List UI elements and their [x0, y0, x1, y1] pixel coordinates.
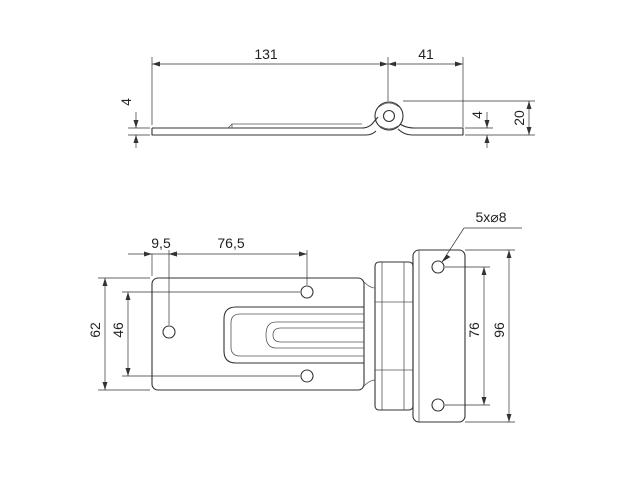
slot-inner: [265, 321, 364, 349]
top-view: 131 41 4 4 20: [118, 46, 535, 148]
leaf-to-knuckle-bend: [363, 281, 376, 387]
dimension-96: 96: [491, 250, 512, 422]
top-view-long-leaf: [151, 116, 379, 136]
dimension-46: 46: [110, 292, 131, 376]
dim-plate-height-label: 62: [87, 322, 103, 338]
knuckle-barrel: [374, 261, 414, 411]
dim-right-thickness-label: 4: [469, 111, 485, 119]
dimension-4-right: 4: [469, 111, 490, 148]
long-leaf-plate: [151, 277, 365, 391]
dimension-62: 62: [87, 278, 108, 390]
dimension-41: 41: [388, 46, 463, 67]
dimension-4-left: 4: [118, 98, 139, 148]
top-view-knuckle-pin: [382, 109, 396, 123]
slot-groove: [272, 327, 364, 343]
dim-hole-offset-label: 9,5: [151, 235, 171, 251]
dim-right-hole-spacing-label: 76: [466, 322, 482, 338]
hole-callout-label: 5x⌀8: [475, 209, 506, 225]
dimension-9-5: 9,5: [128, 235, 177, 276]
top-view-knuckle-inner: [378, 102, 400, 130]
dim-leaf-height-label: 96: [491, 322, 507, 338]
mounting-hole: [431, 260, 445, 274]
mounting-hole: [431, 398, 445, 412]
dimension-20: 20: [511, 101, 532, 135]
dimension-76-5: 76,5: [169, 235, 307, 257]
hole-callout: 5x⌀8: [441, 209, 522, 263]
dim-hole-spacing-label: 76,5: [217, 235, 244, 251]
dimension-76: 76: [466, 267, 487, 405]
slot-middle: [230, 313, 364, 357]
dim-knuckle-width-label: 41: [418, 46, 434, 62]
mounting-hole: [300, 369, 314, 383]
top-view-leaf-step: [227, 123, 362, 129]
short-leaf-plate: [412, 249, 466, 423]
mounting-hole: [300, 285, 314, 299]
dim-height-label: 20: [511, 110, 527, 126]
top-view-short-leaf: [397, 123, 464, 136]
slot-outer: [223, 306, 364, 364]
dim-length-label: 131: [254, 46, 278, 62]
dimension-131: 131: [152, 46, 388, 67]
front-view: 9,5 76,5 62 46 76: [87, 209, 522, 423]
mounting-hole: [162, 325, 176, 339]
dim-left-thickness-label: 4: [118, 98, 134, 106]
top-view-knuckle-outer: [374, 101, 404, 131]
dim-left-hole-spacing-label: 46: [110, 322, 126, 338]
